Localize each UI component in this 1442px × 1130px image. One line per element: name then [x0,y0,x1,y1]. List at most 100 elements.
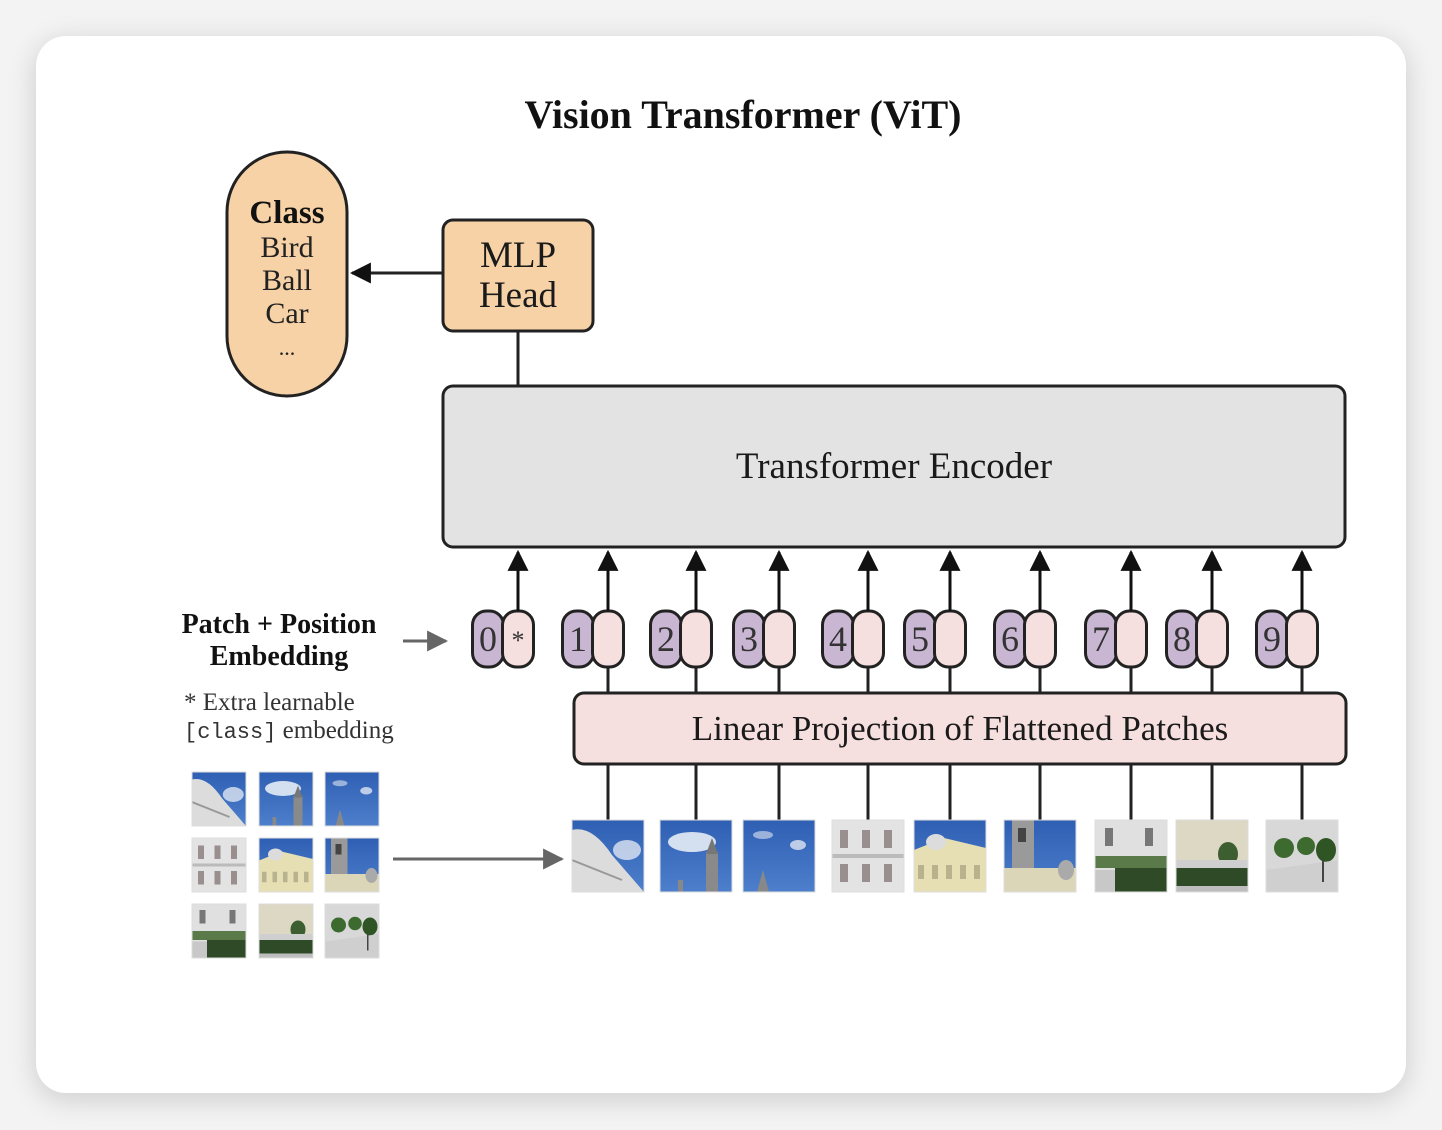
window [198,871,204,885]
facade [325,874,379,892]
path [259,934,313,942]
cloud [790,840,806,850]
position-index-label: 7 [1092,619,1110,659]
window [960,865,966,879]
position-index-label: 8 [1173,619,1191,659]
patch-border [324,837,380,893]
window [231,845,237,859]
grid-tile [191,903,247,959]
window [272,871,277,883]
tree [1274,838,1294,858]
sky [743,820,815,892]
patch-image-yellow-facade-sky [259,838,313,892]
position-index-label: 0 [479,619,497,659]
patch-embedding-pill [933,609,967,669]
pavement [259,953,313,958]
class-item: ... [279,335,296,360]
cloud [265,781,301,796]
patch-embedding-pill [851,609,885,669]
transformer-encoder-label: Transformer Encoder [736,446,1052,487]
tower [706,852,718,892]
spire [706,838,718,854]
patch-thumbnail [1175,764,1249,893]
dome [1058,860,1074,880]
tree [331,917,346,933]
class-token-note-line1: * Extra learnable [184,689,355,716]
patch-image-sky-spire [325,772,379,826]
window [293,871,298,883]
class-output: Class Bird Ball Car ... [225,150,349,398]
patch-embedding-pill [1195,609,1229,669]
patch-image-white-facade [192,838,246,892]
class-token-code: [class] [184,720,276,745]
patch-image-plaza-hedges [1176,820,1248,892]
dome [268,848,283,861]
class-item: Car [265,297,308,330]
transformer-encoder-box [441,384,1347,549]
patch-border [324,771,380,827]
position-index-label: 3 [740,619,758,659]
tree [1297,837,1315,855]
path [325,934,379,958]
spire [757,870,769,892]
patch-thumbnail [1094,764,1168,893]
dome [192,778,246,826]
patch-border [258,903,314,959]
patch-image-facade-hedges [1095,820,1167,892]
position-index-label: 1 [569,619,587,659]
token-pair: 2 [649,549,713,693]
patch-image-tower-sky [1004,820,1076,892]
hedge [1176,868,1248,888]
token-pair: 6 [993,549,1057,693]
grid-tile [191,771,247,827]
lamp-post [367,934,369,951]
embedding-label-line1: Patch + Position [182,609,377,640]
door [1145,828,1153,846]
window [840,830,848,848]
patch-image-trees-path [325,904,379,958]
grid-tile [258,771,314,827]
window [214,871,221,885]
dome [926,834,946,850]
mlp-head-label-line1: MLP [480,235,556,276]
mlp-head-label-line2: Head [479,275,558,316]
class-token-note-line2: [class] embedding [184,717,394,745]
patch-thumbnail [831,764,905,893]
sky [259,772,313,826]
patch-image-dome-sky [192,772,246,826]
patch-image-cloud-tower [259,772,313,826]
patch-image-yellow-facade-sky [914,820,986,892]
cloud [222,787,244,802]
spire [335,809,345,826]
door [199,910,206,924]
window [214,845,221,859]
lawn [192,931,246,940]
token-pair: 9 [1255,549,1319,693]
lawn [1095,856,1167,868]
linear-projection-box [572,691,1348,766]
patch-border [913,819,987,893]
grid-tile [324,837,380,893]
patch-image-white-facade [832,820,904,892]
patch-border [659,819,733,893]
patch-image-plaza-hedges [259,904,313,958]
position-index-label: 4 [829,619,847,659]
window [862,864,870,882]
patch-embedding-pill [762,609,796,669]
patch-row [571,764,1339,893]
patch-border [258,837,314,893]
spire [293,785,303,798]
window [304,871,309,883]
embedding-label-line2: Embedding [210,641,349,672]
class-token-marker: * [512,626,525,655]
sky [660,820,732,892]
patch-border [191,771,247,827]
window [932,865,938,879]
sky [325,772,379,826]
token-pair: 8 [1165,549,1229,693]
source-image-grid [191,771,380,959]
path [1176,860,1248,870]
tree [348,916,362,931]
patch-embedding-pill [679,609,713,669]
cloud [613,840,641,860]
